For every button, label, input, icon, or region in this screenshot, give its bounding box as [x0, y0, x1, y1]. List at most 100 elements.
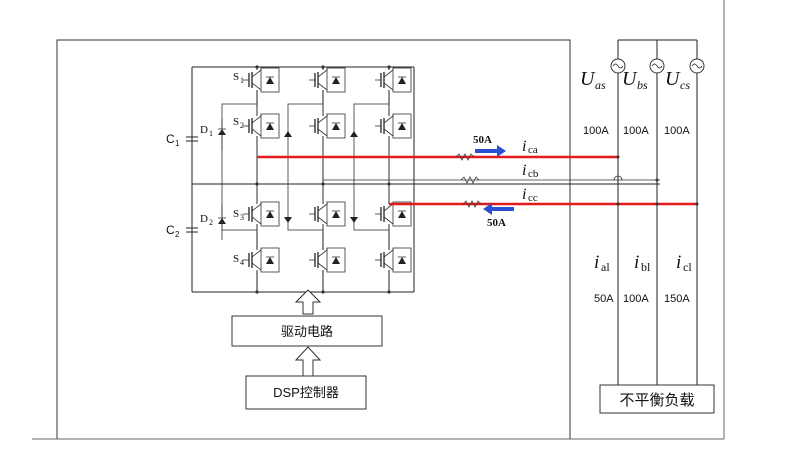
- diode-loop: [260, 67, 280, 93]
- svg-text:i: i: [594, 252, 599, 273]
- clamp-diode: [284, 131, 292, 137]
- svg-text:1: 1: [175, 139, 180, 148]
- capacitor-c1: C 1: [166, 132, 198, 148]
- freewheel-diode: [332, 123, 340, 130]
- freewheel-diode: [266, 211, 274, 218]
- igbt-collector: [383, 69, 394, 78]
- svg-text:i: i: [522, 138, 526, 155]
- icc-current-label: 50A: [487, 217, 506, 229]
- clamp-loop: [287, 103, 324, 231]
- igbt-collector: [251, 203, 262, 212]
- junction-dot: [321, 290, 325, 294]
- svg-text:S: S: [233, 116, 239, 128]
- diode-loop: [326, 201, 346, 227]
- igbt-emitter: [383, 262, 394, 271]
- svg-text:S: S: [233, 253, 239, 265]
- svg-text:S: S: [233, 208, 239, 220]
- freewheel-diode: [266, 77, 274, 84]
- diode-loop: [326, 247, 346, 273]
- igbt-emitter: [383, 82, 394, 91]
- svg-text:4: 4: [240, 258, 244, 267]
- unbalanced-load-label: 不平衡负载: [619, 392, 694, 409]
- svg-text:1: 1: [240, 76, 244, 85]
- diode-loop: [260, 201, 280, 227]
- clamp-diode: [350, 217, 358, 223]
- igbt-emitter: [317, 82, 328, 91]
- freewheel-diode: [332, 77, 340, 84]
- clamp-loop: [353, 103, 390, 231]
- junction-dot: [255, 65, 259, 69]
- freewheel-diode: [398, 211, 406, 218]
- junction-dots: [616, 155, 699, 206]
- diode-loop: [326, 67, 346, 93]
- diode-loop: [392, 113, 412, 139]
- clamp-loop: [221, 103, 258, 231]
- igbt-collector: [317, 249, 328, 258]
- svg-text:100A: 100A: [583, 125, 609, 137]
- svg-text:100A: 100A: [623, 125, 649, 137]
- junction-dot: [255, 182, 259, 186]
- svg-text:S: S: [233, 71, 239, 83]
- svg-text:U: U: [580, 68, 596, 90]
- svg-text:50A: 50A: [594, 293, 614, 305]
- svg-text:150A: 150A: [664, 293, 690, 305]
- svg-text:i: i: [634, 252, 639, 273]
- svg-text:D: D: [200, 124, 208, 136]
- diode-loop: [392, 67, 412, 93]
- igbt-collector: [317, 115, 328, 124]
- driver-circuit-label: 驱动电路: [281, 324, 333, 339]
- igbt-emitter: [251, 128, 262, 137]
- dc-bus: [191, 66, 660, 293]
- svg-text:i: i: [522, 162, 526, 179]
- svg-text:100A: 100A: [623, 293, 649, 305]
- svg-text:bl: bl: [641, 260, 651, 274]
- freewheel-diode: [332, 257, 340, 264]
- igbt-collector: [251, 249, 262, 258]
- source-lines: [617, 39, 698, 385]
- ica-current-label: 50A: [473, 134, 492, 146]
- dsp-controller-box: [245, 375, 367, 410]
- igbt-collector: [251, 69, 262, 78]
- svg-text:1: 1: [209, 129, 213, 138]
- hollow-arrow-upper: [294, 289, 322, 315]
- ac-source-a: [610, 58, 626, 74]
- diode-loop: [260, 113, 280, 139]
- svg-text:100A: 100A: [664, 125, 690, 137]
- svg-text:as: as: [595, 78, 606, 92]
- igbt-emitter: [317, 128, 328, 137]
- igbt-collector: [383, 249, 394, 258]
- junction-dot: [387, 65, 391, 69]
- source-currents: 100A 100A 100A: [583, 125, 690, 137]
- svg-text:D: D: [200, 213, 208, 225]
- igbt-emitter: [251, 262, 262, 271]
- freewheel-diode: [266, 123, 274, 130]
- svg-text:i: i: [676, 252, 681, 273]
- unbalanced-load-box: [599, 384, 715, 414]
- freewheel-diode: [398, 257, 406, 264]
- svg-text:C: C: [166, 132, 175, 146]
- capacitor-c2: C 2: [166, 223, 198, 239]
- freewheel-diode: [398, 123, 406, 130]
- diode-loop: [392, 201, 412, 227]
- junction-dot: [321, 182, 325, 186]
- igbt-emitter: [383, 128, 394, 137]
- svg-text:cs: cs: [680, 78, 690, 92]
- junction-dot: [255, 290, 259, 294]
- igbt-emitter: [317, 216, 328, 225]
- junction-dot: [387, 290, 391, 294]
- svg-text:3: 3: [240, 213, 244, 222]
- arrow-ica-right: [475, 145, 506, 157]
- svg-text:U: U: [622, 68, 638, 90]
- svg-text:i: i: [522, 186, 526, 203]
- load-currents: 50A 100A 150A: [594, 293, 690, 305]
- svg-text:2: 2: [240, 121, 244, 130]
- svg-text:2: 2: [209, 218, 213, 227]
- diode-loop: [260, 247, 280, 273]
- freewheel-diode: [266, 257, 274, 264]
